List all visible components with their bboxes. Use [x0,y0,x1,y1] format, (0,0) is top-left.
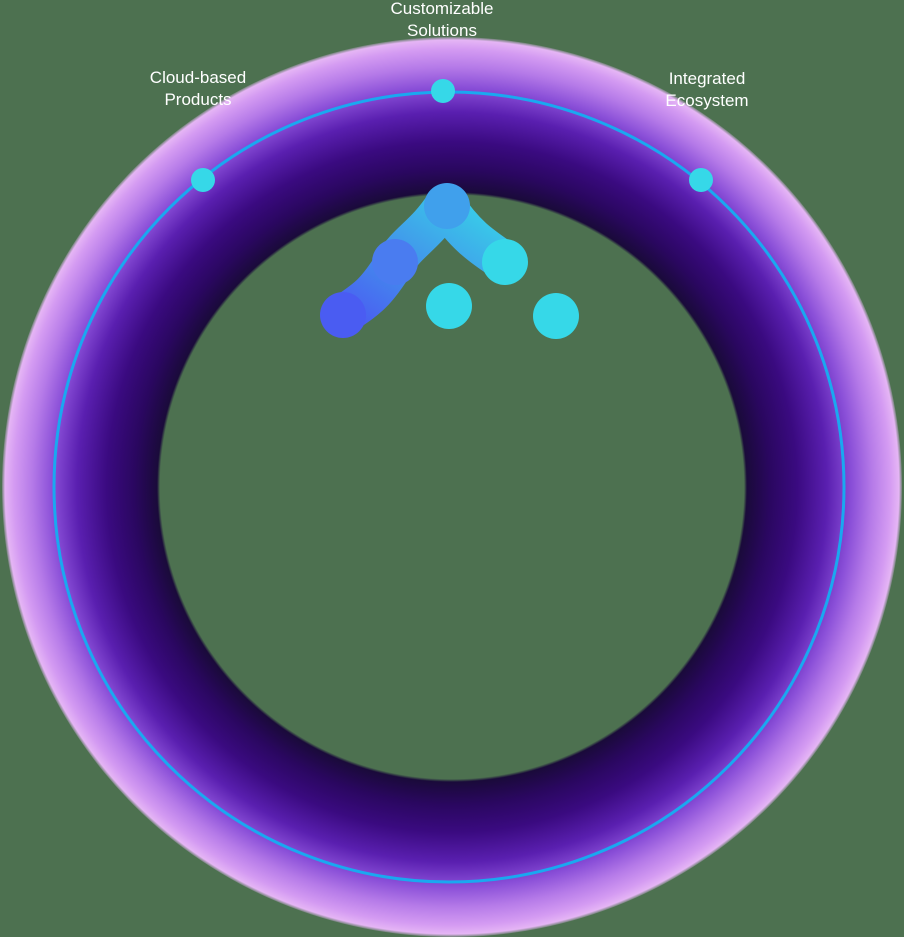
label-cloud-based-products: Cloud-based Products [149,68,247,109]
logo-icon [320,183,579,339]
label-customizable-solutions: Customizable Solutions [390,0,494,40]
label-integrated-ecosystem: Integrated Ecosystem [665,69,749,110]
node-dot-custom[interactable] [431,79,455,103]
node-dot-integrated[interactable] [689,168,713,192]
node-dot-cloud[interactable] [191,168,215,192]
